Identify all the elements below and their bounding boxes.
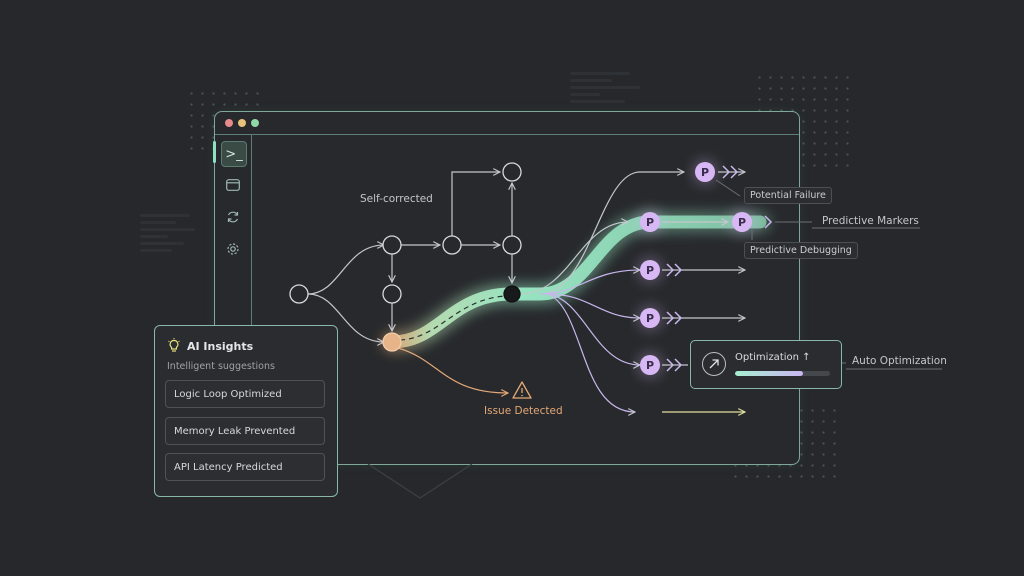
lightbulb-icon [168, 338, 180, 352]
insight-memory-leak[interactable]: Memory Leak Prevented [165, 417, 325, 445]
network-nodes [289, 162, 522, 304]
issue-branch-line [397, 347, 508, 393]
svg-text:P: P [701, 166, 709, 179]
minimize-dot[interactable] [238, 119, 246, 127]
maximize-dot[interactable] [251, 119, 259, 127]
svg-text:P: P [738, 216, 746, 229]
close-dot[interactable] [225, 119, 233, 127]
insight-api-latency[interactable]: API Latency Predicted [165, 453, 325, 481]
arrow-up-right-icon [702, 352, 726, 376]
optimization-progress-track [735, 371, 830, 376]
label-auto-optimization: Auto Optimization [852, 355, 947, 367]
warning-icon [512, 381, 532, 399]
svg-text:P: P [646, 359, 654, 372]
svg-text:P: P [646, 312, 654, 325]
ai-insights-subtitle: Intelligent suggestions [167, 361, 275, 372]
browser-window-icon[interactable] [221, 173, 245, 197]
svg-text:P: P [646, 216, 654, 229]
decorative-triangle [367, 463, 473, 499]
optimization-card[interactable]: Optimization ↑ [690, 340, 842, 389]
gear-icon[interactable] [221, 237, 245, 261]
terminal-icon[interactable]: >_ [221, 141, 247, 167]
label-self-corrected: Self-corrected [360, 193, 433, 205]
up-arrow-icon: ↑ [802, 352, 811, 363]
ai-insights-title: AI Insights [187, 339, 254, 353]
network-lines [307, 172, 745, 412]
label-predictive-markers: Predictive Markers [822, 215, 919, 227]
optimization-title: Optimization ↑ [735, 352, 811, 363]
code-lines-decoration [570, 68, 650, 107]
window-titlebar [215, 112, 799, 135]
marker-chevrons [666, 165, 773, 372]
issue-source-node [382, 332, 402, 352]
tag-predictive-debugging: Predictive Debugging [744, 242, 858, 259]
refresh-cycle-icon[interactable] [221, 205, 245, 229]
predictive-marker-nodes: P P P P P P [636, 158, 756, 379]
sidebar-active-indicator [213, 141, 216, 163]
tag-potential-failure: Potential Failure [744, 187, 832, 204]
ai-insights-header: AI Insights [167, 338, 253, 354]
label-issue-detected: Issue Detected [484, 405, 563, 417]
ai-insights-panel: AI Insights Intelligent suggestions Logi… [154, 325, 338, 497]
hub-node [503, 285, 521, 303]
insight-logic-loop[interactable]: Logic Loop Optimized [165, 380, 325, 408]
code-lines-decoration-left [140, 210, 200, 256]
window-sidebar: >_ [213, 135, 252, 464]
svg-text:P: P [646, 264, 654, 277]
optimization-progress-fill [735, 371, 804, 376]
